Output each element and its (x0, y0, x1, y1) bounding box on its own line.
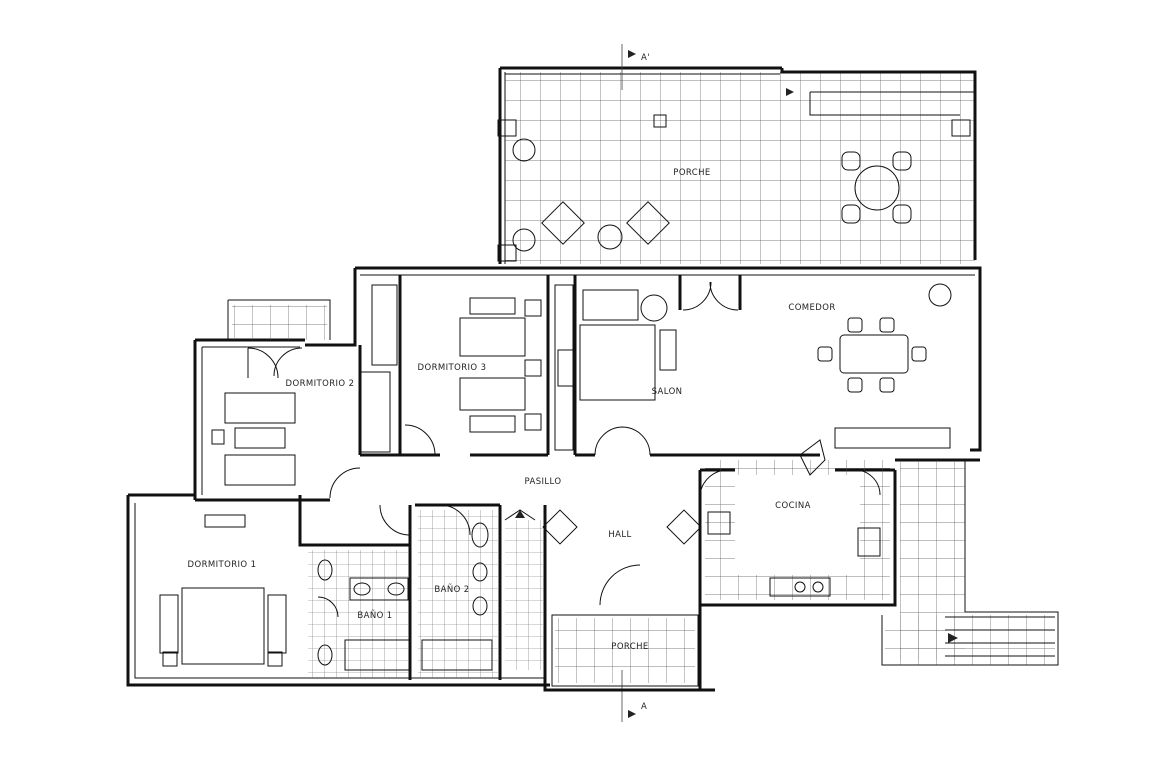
dormitorio-1-label: DORMITORIO 1 (188, 560, 257, 570)
dormitorio-3-label: DORMITORIO 3 (418, 363, 487, 373)
stairs-right (945, 616, 1055, 657)
porche-bottom-area (551, 614, 699, 687)
porche-top-label: PORCHE (673, 168, 710, 178)
bano-1-label: BAÑO 1 (357, 610, 392, 621)
porche-furniture (512, 138, 952, 307)
bano-2-fixtures (418, 510, 498, 678)
cocina-area (705, 460, 890, 600)
cocina-label: COCINA (775, 501, 811, 511)
comedor-furniture (817, 317, 951, 449)
bano-1-fixtures (308, 550, 411, 678)
section-mark-top-label: A' (641, 53, 650, 63)
hall-label: HALL (608, 530, 631, 540)
dormitorio-1-furniture (159, 514, 287, 667)
section-mark-top: A' (621, 44, 650, 90)
pasillo-label: PASILLO (525, 477, 562, 487)
dormitorio-2-label: DORMITORIO 2 (286, 379, 355, 389)
hall-furniture (504, 509, 702, 670)
dormitorio-3-furniture (371, 284, 542, 433)
salon-furniture (554, 284, 677, 451)
terrace-cocina (881, 459, 1059, 666)
terrace-dormitorio-2 (227, 299, 331, 340)
salon-label: SALON (652, 387, 683, 397)
door-swings (247, 281, 881, 618)
porche-top-area (497, 66, 977, 264)
hall-entry-arrow (515, 510, 525, 518)
porche-bottom-label: PORCHE (611, 642, 648, 652)
dormitorio-2-furniture (211, 371, 391, 486)
bano-2-label: BAÑO 2 (434, 584, 469, 595)
porche-arrow (786, 88, 794, 96)
comedor-label: COMEDOR (788, 303, 835, 313)
section-mark-bottom-label: A (641, 702, 647, 712)
